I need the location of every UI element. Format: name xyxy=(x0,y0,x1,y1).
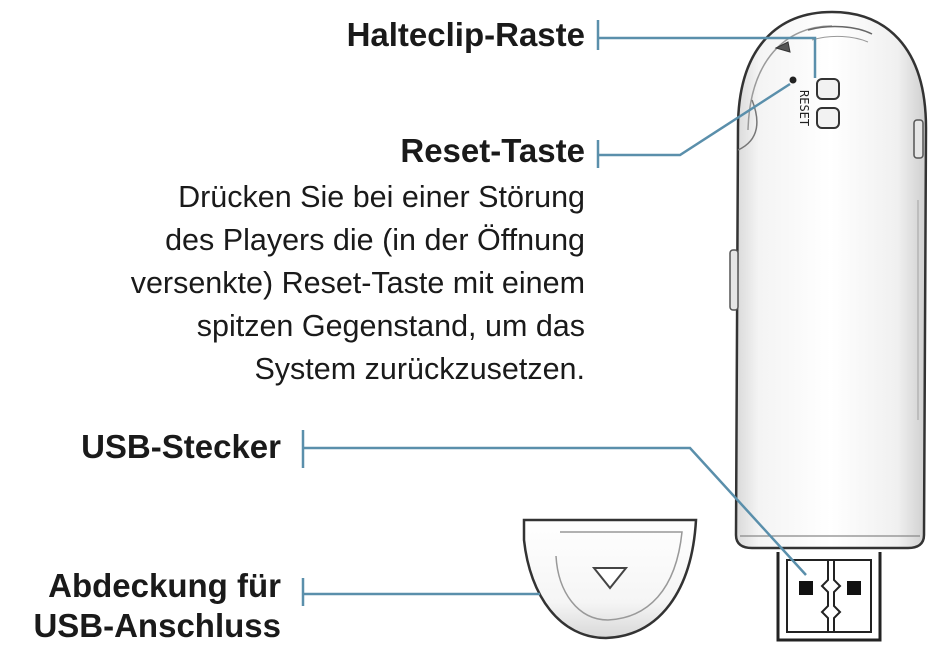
top-ridge xyxy=(807,25,873,35)
reset-description-line-4: spitzen Gegenstand, um das xyxy=(196,309,585,343)
reset-description-line-3: versenkte) Reset-Taste mit einem xyxy=(130,266,585,300)
halteclip-notch-upper xyxy=(816,78,840,100)
reset-description-line-1: Drücken Sie bei einer Störung xyxy=(178,180,585,214)
leader-reset xyxy=(596,82,791,168)
usb-cap-inner xyxy=(555,531,683,621)
halteclip-notch-lower xyxy=(816,107,840,129)
player-body xyxy=(734,10,928,550)
label-reset-taste: Reset-Taste xyxy=(400,132,585,169)
label-abdeckung-line-2: USB-Anschluss xyxy=(33,607,281,644)
label-usb-stecker: USB-Stecker xyxy=(81,428,281,465)
leader-halteclip xyxy=(596,20,817,78)
label-abdeckung-usb-anschluss: Abdeckung für USB-Anschluss xyxy=(33,566,281,646)
reset-hole xyxy=(789,76,797,84)
reset-description-line-2: des Players die (in der Öffnung xyxy=(165,223,585,257)
reset-description: Drücken Sie bei einer Störung des Player… xyxy=(131,176,585,391)
down-triangle-icon xyxy=(591,567,629,590)
reset-marking: RESET xyxy=(797,90,811,126)
reset-description-line-5: System zurückzusetzen. xyxy=(254,352,585,386)
usb-plug-pin-right xyxy=(847,581,861,595)
label-abdeckung-line-1: Abdeckung für xyxy=(48,567,281,604)
usb-plug-contact-line-2 xyxy=(833,560,842,632)
top-ridge-inner xyxy=(811,35,869,43)
player-body-shoulder xyxy=(737,99,758,151)
usb-plug-contact-line xyxy=(820,560,829,632)
side-bump-left xyxy=(729,249,739,311)
usb-plug-pin-left xyxy=(799,581,813,595)
clip-notch-mark xyxy=(774,41,791,53)
label-halteclip-raste: Halteclip-Raste xyxy=(346,16,585,53)
leader-usb-stecker xyxy=(301,430,807,576)
side-bump-right xyxy=(913,119,924,159)
leader-abdeckung xyxy=(301,578,540,606)
leader-lines xyxy=(301,20,817,606)
